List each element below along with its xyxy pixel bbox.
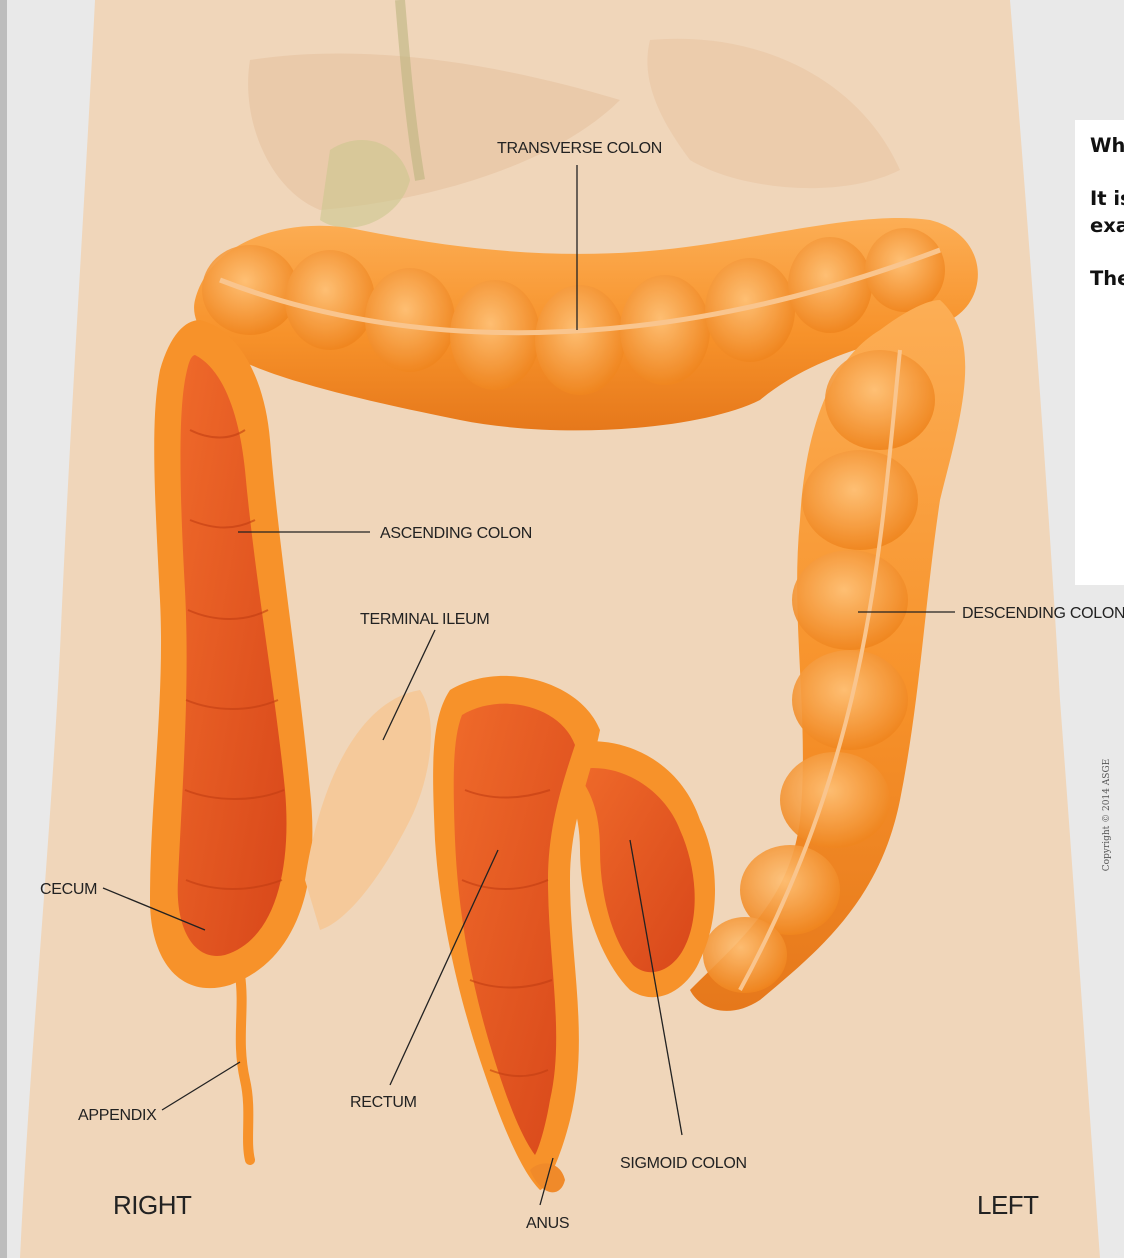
label-sigmoid-colon: SIGMOID COLON bbox=[620, 1155, 747, 1172]
copyright-notice: Copyright © 2014 ASGE bbox=[1096, 700, 1118, 930]
info-panel: What is a It is an e colon, fro cecum, a… bbox=[1075, 120, 1124, 585]
label-terminal-ileum: TERMINAL ILEUM bbox=[360, 611, 489, 628]
label-appendix: APPENDIX bbox=[78, 1107, 157, 1124]
info-paragraph-2: The CPT® identify s during C bbox=[1090, 265, 1124, 292]
label-right-side: RIGHT bbox=[113, 1190, 192, 1220]
label-ascending-colon: ASCENDING COLON bbox=[380, 525, 532, 542]
info-heading: What is a bbox=[1090, 132, 1124, 159]
info-text: What is a It is an e colon, fro cecum, a… bbox=[1090, 132, 1124, 318]
info-paragraph-1: It is an e colon, fro cecum, a examina i… bbox=[1090, 185, 1124, 239]
label-cecum: CECUM bbox=[40, 881, 97, 898]
copyright-text: Copyright © 2014 ASGE bbox=[1102, 759, 1112, 871]
label-anus: ANUS bbox=[526, 1215, 569, 1232]
label-transverse-colon: TRANSVERSE COLON bbox=[497, 140, 662, 157]
label-rectum: RECTUM bbox=[350, 1094, 417, 1111]
label-left-side: LEFT bbox=[977, 1190, 1039, 1220]
label-descending-colon: DESCENDING COLON bbox=[962, 605, 1124, 622]
left-edge-border bbox=[0, 0, 7, 1258]
